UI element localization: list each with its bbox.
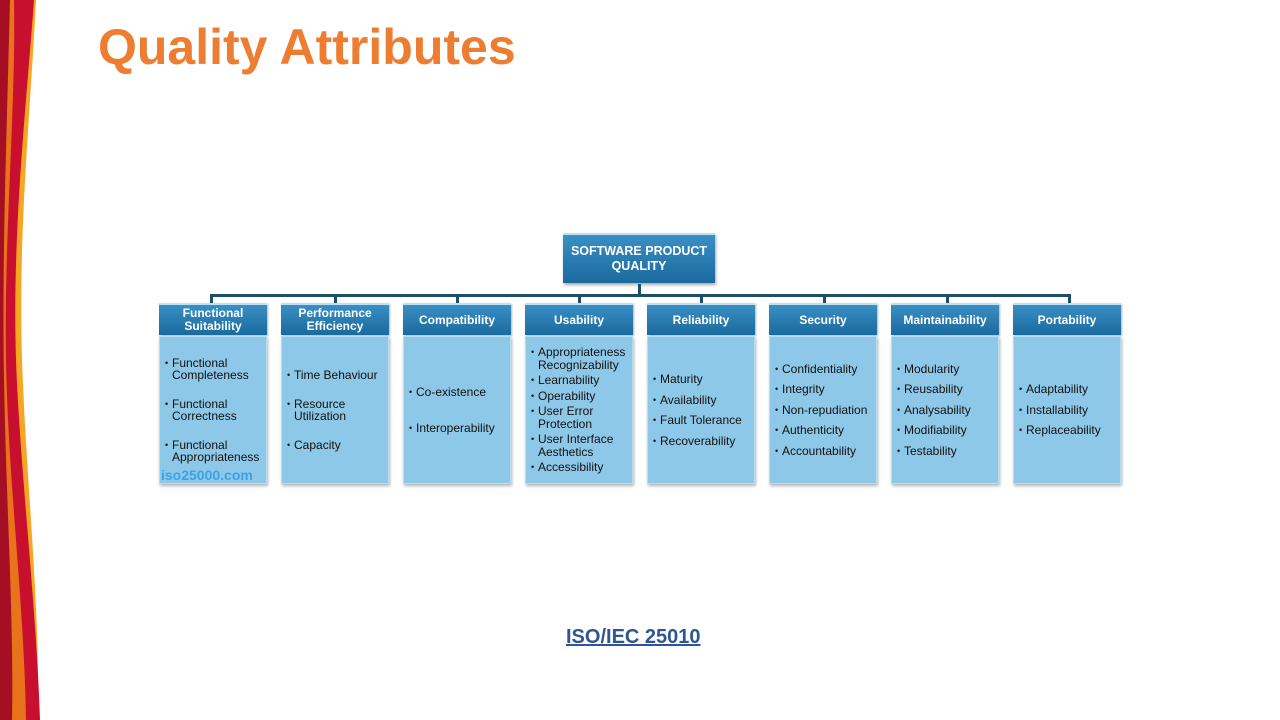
category-functional-suitability: Functional Suitability Functional Comple… [159,303,267,484]
category-body: Appropriateness Recognizability Learnabi… [525,336,633,484]
list-item: Analysability [897,404,994,417]
list-item: Co-existence [409,385,506,399]
category-body: Adaptability Installability Replaceabili… [1013,336,1121,484]
list-item: Functional Appropriateness [165,438,262,464]
category-connector [946,295,949,304]
watermark-text: iso25000.com [161,467,253,483]
category-header: Maintainability [891,303,999,335]
list-item: Time Behaviour [287,369,384,382]
list-item: Capacity [287,438,384,452]
list-item: Modularity [897,363,994,376]
category-portability: Portability Adaptability Installability … [1013,303,1121,484]
list-item: Testability [897,445,994,458]
category-compatibility: Compatibility Co-existence Interoperabil… [403,303,511,484]
list-item: Appropriateness Recognizability [531,346,628,371]
category-connector [578,295,581,304]
list-item: Availability [653,393,750,407]
category-header: Usability [525,303,633,335]
list-item: User Interface Aesthetics [531,433,628,458]
category-body: Maturity Availability Fault Tolerance Re… [647,336,755,484]
list-item: Installability [1019,404,1116,417]
category-body: Time Behaviour Resource Utilization Capa… [281,336,389,484]
list-item: Interoperability [409,422,506,435]
root-connector [638,284,641,295]
category-body: Modularity Reusability Analysability Mod… [891,336,999,484]
list-item: Functional Completeness [165,356,262,382]
category-header: Portability [1013,303,1121,335]
list-item: Accountability [775,445,872,458]
list-item: Accessibility [531,461,628,474]
list-item: Adaptability [1019,383,1116,396]
list-item: Resource Utilization [287,397,384,423]
category-performance-efficiency: Performance Efficiency Time Behaviour Re… [281,303,389,484]
decorative-side-ribbon [0,0,41,720]
category-header: Security [769,303,877,335]
list-item: Non-repudiation [775,404,872,417]
category-header: Performance Efficiency [281,303,389,335]
horizontal-connector [210,294,1071,297]
category-connector [823,295,826,304]
list-item: Fault Tolerance [653,414,750,427]
category-security: Security Confidentiality Integrity Non-r… [769,303,877,484]
category-body: Co-existence Interoperability [403,336,511,484]
category-connector [700,295,703,304]
list-item: Operability [531,390,628,403]
category-connector [210,295,213,304]
category-body: Functional Completeness Functional Corre… [159,336,267,484]
category-connector [456,295,459,304]
category-body: Confidentiality Integrity Non-repudiatio… [769,336,877,484]
slide-title: Quality Attributes [98,19,516,75]
category-header: Compatibility [403,303,511,335]
list-item: Reusability [897,383,994,396]
category-header: Functional Suitability [159,303,267,335]
iso-reference-link[interactable]: ISO/IEC 25010 [566,626,701,648]
list-item: Recoverability [653,434,750,448]
list-item: Learnability [531,374,628,387]
list-item: Replaceability [1019,424,1116,437]
category-maintainability: Maintainability Modularity Reusability A… [891,303,999,484]
list-item: Confidentiality [775,363,872,376]
list-item: Authenticity [775,424,872,437]
category-usability: Usability Appropriateness Recognizabilit… [525,303,633,484]
category-header: Reliability [647,303,755,335]
list-item: User Error Protection [531,405,628,430]
list-item: Integrity [775,383,872,396]
category-reliability: Reliability Maturity Availability Fault … [647,303,755,484]
root-node: SOFTWARE PRODUCT QUALITY [563,233,715,283]
category-connector [334,295,337,304]
list-item: Modifiability [897,424,994,437]
list-item: Maturity [653,373,750,386]
list-item: Functional Correctness [165,397,262,423]
category-connector [1068,295,1071,304]
